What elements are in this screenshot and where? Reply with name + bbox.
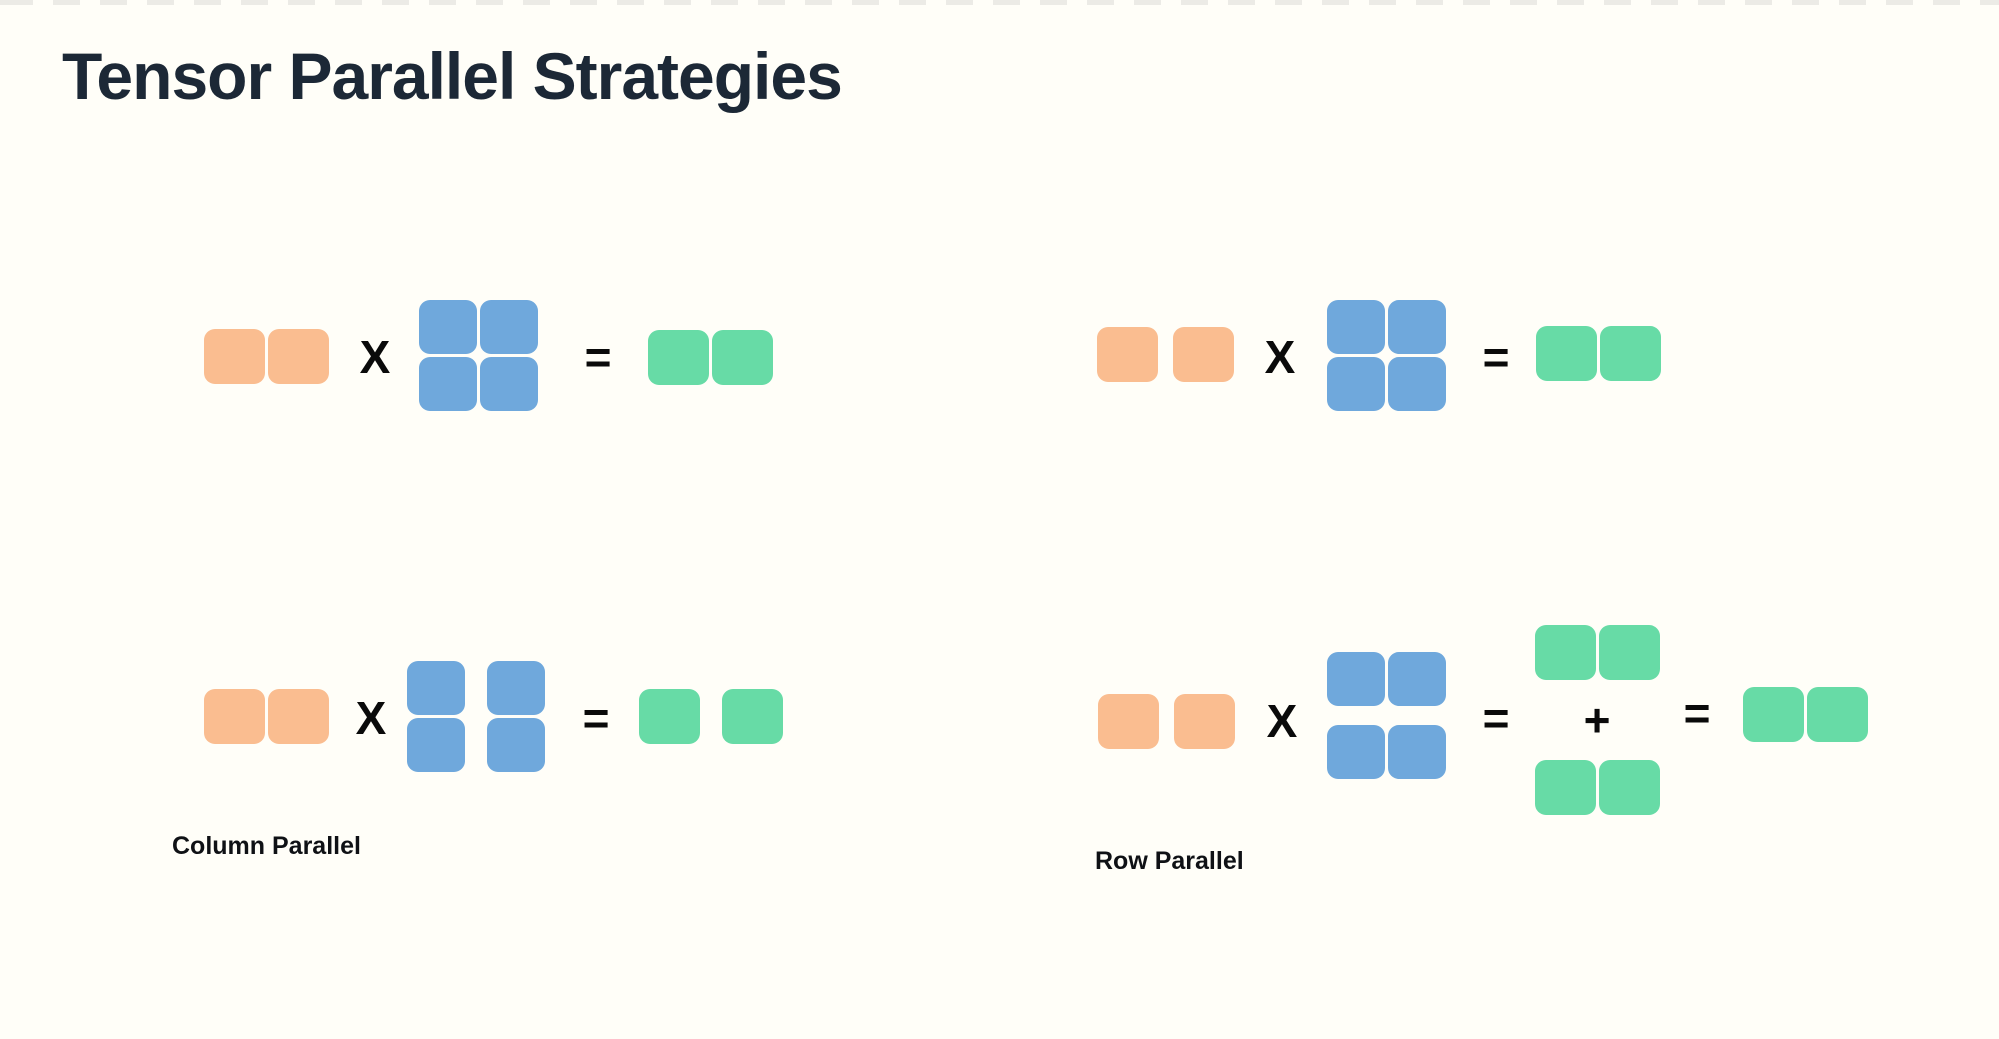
output-block <box>1536 326 1597 381</box>
output-row-vector <box>648 330 773 385</box>
input-block <box>204 329 265 384</box>
weight-matrix-row-split <box>1327 652 1446 779</box>
top-dashed-border <box>0 0 1999 5</box>
output-block <box>1599 625 1660 680</box>
weight-block <box>419 357 477 411</box>
output-block <box>639 689 700 744</box>
weight-block <box>1388 300 1446 354</box>
weight-block <box>1388 357 1446 411</box>
equals-operator: = <box>1683 687 1711 739</box>
page-title: Tensor Parallel Strategies <box>62 39 843 113</box>
input-block <box>1174 694 1235 749</box>
weight-block <box>1327 652 1385 706</box>
weight-matrix <box>419 300 538 411</box>
partial-output-bottom <box>1535 760 1660 815</box>
equals-operator: = <box>1482 692 1510 744</box>
weight-block <box>407 661 465 715</box>
partial-output-top <box>1535 625 1660 680</box>
output-row-vector-split <box>639 689 783 744</box>
weight-block <box>487 661 545 715</box>
input-block <box>1098 694 1159 749</box>
weight-block <box>480 300 538 354</box>
weight-block <box>1388 725 1446 779</box>
weight-block <box>1327 300 1385 354</box>
weight-block <box>480 357 538 411</box>
output-block <box>1600 326 1661 381</box>
input-row-vector <box>204 689 329 744</box>
multiply-operator: X <box>359 331 391 383</box>
output-block <box>712 330 773 385</box>
weight-block <box>419 300 477 354</box>
multiply-operator: X <box>355 692 387 744</box>
weight-block <box>1327 357 1385 411</box>
weight-block <box>1327 725 1385 779</box>
multiply-operator: X <box>1264 331 1296 383</box>
weight-block <box>487 718 545 772</box>
input-row-vector <box>204 329 329 384</box>
output-block <box>1807 687 1868 742</box>
column-parallel-label: Column Parallel <box>172 832 361 860</box>
multiply-operator: X <box>1266 695 1298 747</box>
input-block <box>268 329 329 384</box>
output-block <box>648 330 709 385</box>
weight-matrix-column-split <box>407 661 545 772</box>
output-block <box>1743 687 1804 742</box>
equals-operator: = <box>584 331 612 383</box>
final-output-row-vector <box>1743 687 1868 742</box>
plus-operator: + <box>1583 694 1611 746</box>
row-parallel-label: Row Parallel <box>1095 847 1244 875</box>
input-block <box>268 689 329 744</box>
output-block <box>1599 760 1660 815</box>
output-block <box>1535 760 1596 815</box>
output-block <box>722 689 783 744</box>
weight-matrix <box>1327 300 1446 411</box>
input-row-vector-split <box>1098 694 1235 749</box>
equals-operator: = <box>582 692 610 744</box>
input-block <box>204 689 265 744</box>
input-block <box>1097 327 1158 382</box>
input-row-vector <box>1097 327 1234 382</box>
input-block <box>1173 327 1234 382</box>
weight-block <box>407 718 465 772</box>
output-row-vector <box>1536 326 1661 381</box>
weight-block <box>1388 652 1446 706</box>
equals-operator: = <box>1482 331 1510 383</box>
output-block <box>1535 625 1596 680</box>
